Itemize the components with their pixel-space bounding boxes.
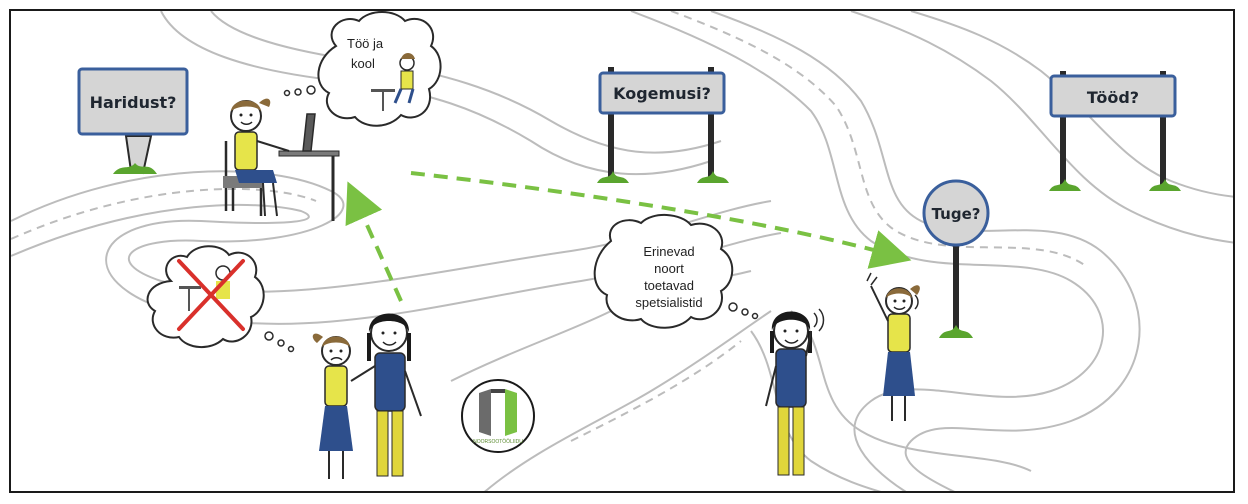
bubble-specialists-line2: noort (654, 261, 684, 276)
bubble-work-school-line2: kool (351, 56, 375, 71)
bubble-specialists-line1: Erinevad (643, 244, 694, 259)
sign-education: Haridust? (77, 67, 189, 175)
thought-bubble-crossed (146, 245, 295, 353)
thought-bubble-work-school: Töö ja kool (283, 11, 442, 127)
organization-logo: NOORSOOTÖÖLIIDU (461, 379, 535, 453)
youth-worker (350, 313, 422, 477)
logo-text: NOORSOOTÖÖLIIDU (473, 438, 523, 445)
illustration-frame: Haridust? Kogemusi? Tööd? Tuge? Töö ja k… (9, 9, 1235, 493)
specialist-on-phone (765, 308, 825, 476)
girl-with-laptop (223, 98, 340, 221)
sad-girl (312, 333, 353, 479)
bubble-specialists-line3: toetavad (644, 278, 694, 293)
bubble-specialists-line4: spetsialistid (635, 295, 702, 310)
sign-education-text: Haridust? (90, 93, 177, 112)
road-network (11, 11, 1233, 491)
sign-experience: Kogemusi? (597, 67, 729, 183)
sign-jobs-text: Tööd? (1087, 88, 1139, 107)
bubble-work-school-line1: Töö ja (347, 36, 384, 51)
sign-support: Tuge? (922, 179, 990, 338)
sign-support-text: Tuge? (932, 205, 981, 223)
sign-jobs: Tööd? (1049, 71, 1181, 191)
thought-bubble-specialists: Erinevad noort toetavad spetsialistid (593, 214, 759, 329)
youth-path-illustration: Haridust? Kogemusi? Tööd? Tuge? Töö ja k… (11, 11, 1233, 491)
happy-girl-waving (866, 272, 920, 421)
progress-arrows (345, 171, 912, 302)
sign-experience-text: Kogemusi? (613, 84, 711, 103)
